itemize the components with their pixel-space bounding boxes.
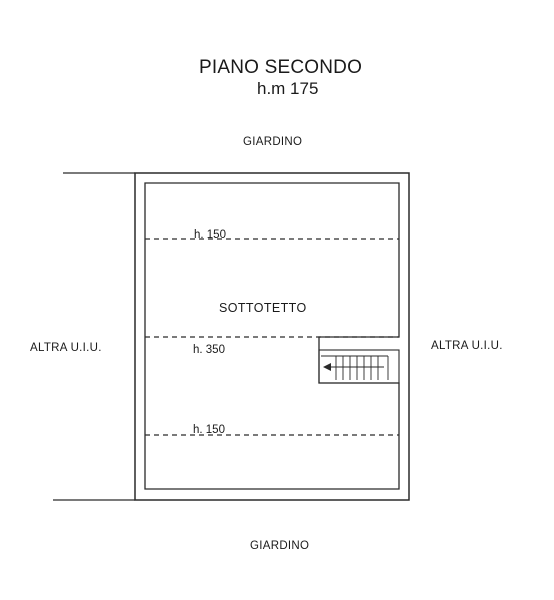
stair-opening	[318, 349, 400, 384]
room-name: SOTTOTETTO	[219, 301, 307, 315]
height-label-middle: h. 350	[193, 344, 225, 356]
label-right-neighbor: ALTRA U.I.U.	[431, 340, 503, 352]
plan-title: PIANO SECONDO	[199, 57, 363, 78]
stair-arrow-icon	[323, 363, 384, 371]
stair-treads	[335, 356, 379, 380]
stairs	[318, 349, 400, 384]
label-left-neighbor: ALTRA U.I.U.	[30, 342, 102, 354]
outer-wall	[134, 172, 410, 501]
height-label-bottom: h. 150	[193, 424, 225, 436]
label-bottom-garden: GIARDINO	[250, 540, 310, 552]
plan-subtitle: h.m 175	[257, 79, 319, 98]
inner-wall	[144, 182, 400, 490]
height-label-top: h. 150	[194, 229, 226, 241]
label-top-garden: GIARDINO	[243, 136, 303, 148]
